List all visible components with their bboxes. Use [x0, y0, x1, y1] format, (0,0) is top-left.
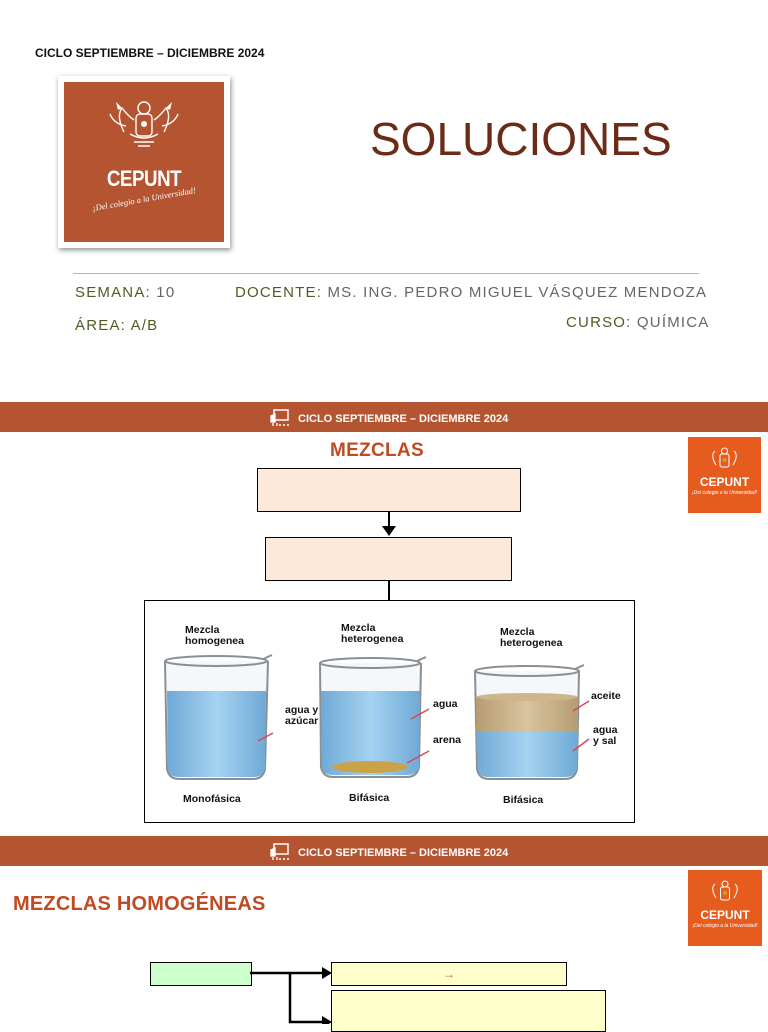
logo-brand-text: CEPUNT [106, 166, 182, 191]
connector-line [388, 512, 390, 532]
small-logo-tagline: ¡Del colegio a la Universidad! [692, 923, 758, 929]
semana-field: SEMANA: 10 [75, 284, 175, 301]
beaker-3 [474, 664, 590, 780]
divider [73, 273, 699, 274]
beaker-1-caption: Monofásica [183, 793, 241, 805]
cepunt-small-logo: CEPUNT ¡Del colegio a la Universidad! [688, 437, 761, 513]
cepunt-small-logo: CEPUNT ¡Del colegio a la Universidad! [688, 870, 762, 946]
concept-box-1 [257, 468, 521, 512]
beaker-1 [164, 654, 274, 780]
beaker-2-caption: Bifásica [349, 792, 390, 804]
beaker-3-label-bottom: agua y sal [593, 724, 618, 747]
green-concept-box [150, 962, 252, 986]
header-bar-text: CICLO SEPTIEMBRE – DICIEMBRE 2024 [298, 847, 509, 859]
concept-box-2 [265, 537, 512, 581]
connector-line [388, 581, 390, 601]
curso-label: CURSO: [566, 314, 632, 331]
presentation-icon [270, 409, 289, 426]
area-field: ÁREA: A/B [75, 317, 158, 334]
yellow-concept-box-1: → [331, 962, 567, 986]
slide-header-bar: CICLO SEPTIEMBRE – DICIEMBRE 2024 [0, 402, 768, 432]
small-logo-brand: CEPUNT [699, 475, 750, 489]
presentation-icon [270, 843, 289, 860]
beaker-2-title: Mezcla heterogenea [341, 622, 404, 645]
eagle-crest-icon [712, 880, 738, 901]
beaker-2-label-bottom: arena [433, 734, 462, 746]
section-heading: MEZCLAS HOMOGÉNEAS [13, 893, 266, 915]
docente-label: DOCENTE: [235, 284, 323, 301]
docente-value: MS. ING. PEDRO MIGUEL VÁSQUEZ MENDOZA [327, 284, 708, 301]
eagle-crest-icon [712, 447, 737, 468]
curso-value: QUÍMICA [636, 314, 710, 331]
branch-connector [250, 967, 332, 1024]
arrow-glyph: → [443, 967, 455, 981]
mixtures-figure: Mezcla homogenea agua y azúcar Monofásic… [144, 600, 635, 823]
beaker-1-title: Mezcla homogenea [185, 624, 244, 647]
docente-field: DOCENTE: MS. ING. PEDRO MIGUEL VÁSQUEZ M… [235, 284, 707, 301]
slide-header-bar: CICLO SEPTIEMBRE – DICIEMBRE 2024 [0, 836, 768, 866]
beaker-3-caption: Bifásica [503, 794, 544, 806]
semana-label: SEMANA: [75, 284, 151, 301]
beaker-2-label-top: agua [433, 698, 458, 710]
beaker-2 [319, 656, 430, 778]
area-value: A/B [130, 317, 159, 334]
beaker-3-label-top: aceite [591, 690, 621, 702]
beakers-illustration [164, 654, 590, 780]
header-bar-text: CICLO SEPTIEMBRE – DICIEMBRE 2024 [298, 413, 509, 425]
area-label: ÁREA: [75, 317, 127, 334]
small-logo-brand: CEPUNT [700, 908, 750, 922]
small-logo-tagline: ¡Del colegio a la Universidad! [691, 490, 758, 496]
beaker-1-label: agua y azúcar [285, 704, 319, 727]
eagle-crest-icon [109, 101, 179, 147]
curso-field: CURSO: QUÍMICA [566, 314, 710, 331]
cepunt-logo: CEPUNT ¡Del colegio a la Universidad! [58, 76, 230, 248]
section-heading: MEZCLAS [330, 440, 424, 461]
beaker-3-title: Mezcla heterogenea [500, 626, 563, 649]
arrow-down-icon [382, 526, 396, 536]
yellow-concept-box-2 [331, 990, 606, 1032]
semana-value: 10 [156, 284, 176, 301]
cycle-label: CICLO SEPTIEMBRE – DICIEMBRE 2024 [35, 46, 265, 60]
page-title: SOLUCIONES [370, 113, 672, 165]
